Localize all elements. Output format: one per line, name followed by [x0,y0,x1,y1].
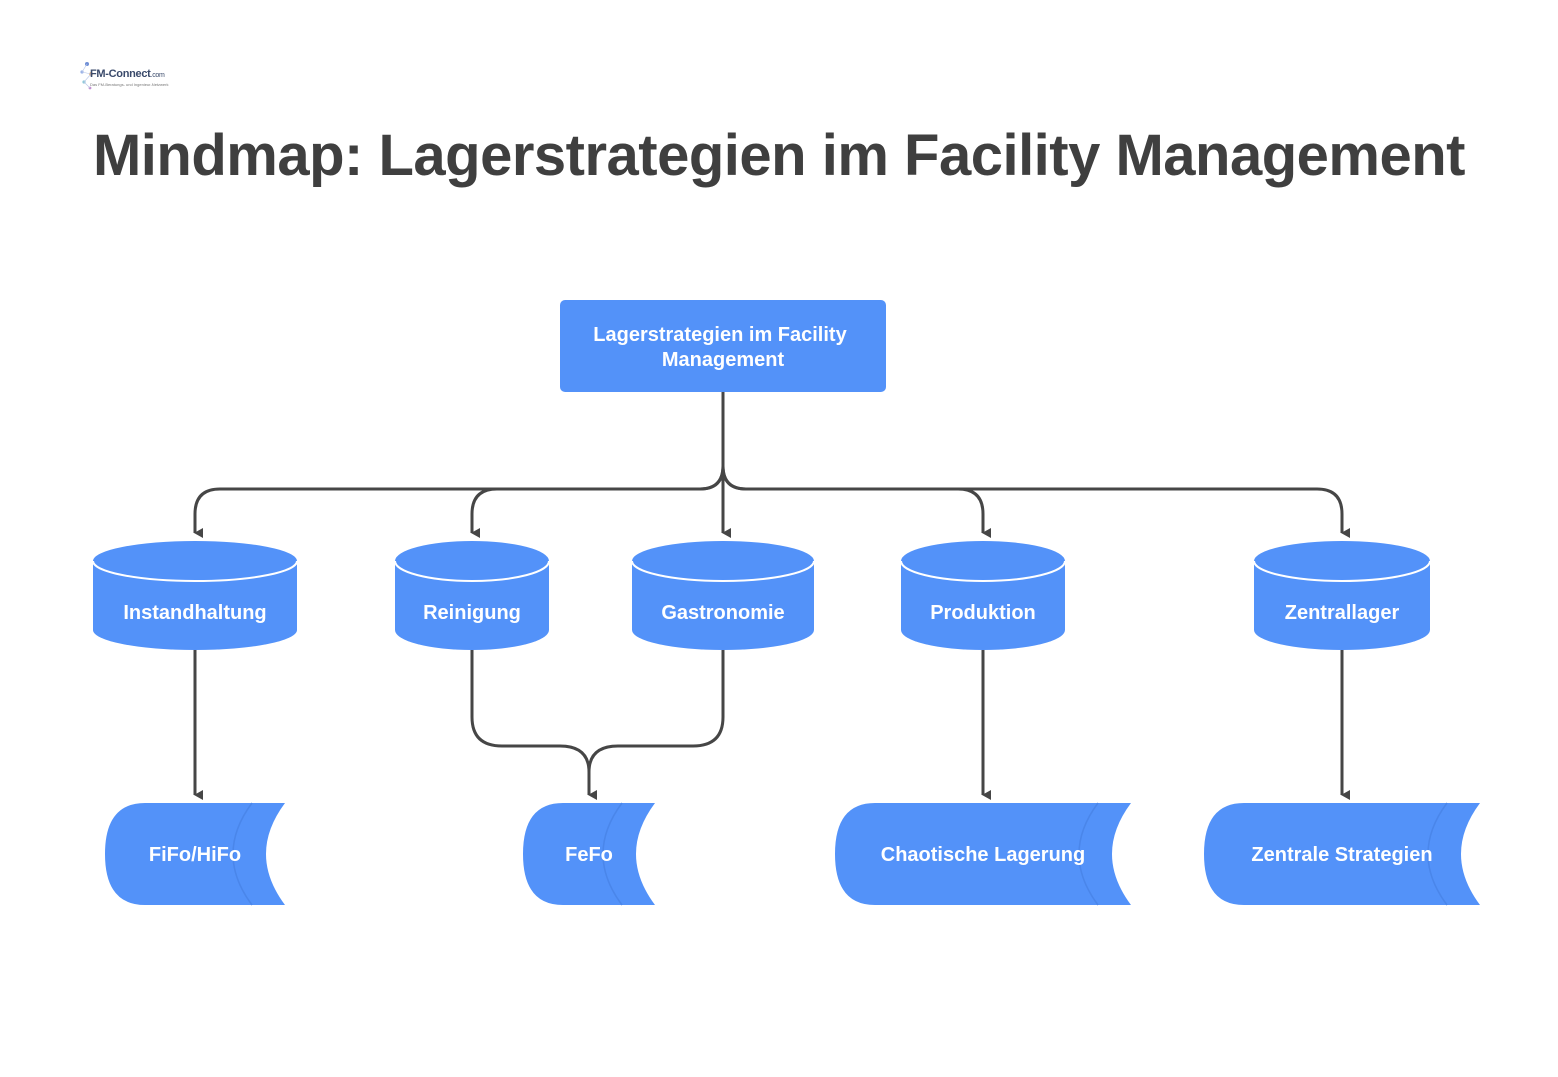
strategy-node-fifo-hifo: FiFo/HiFo [105,802,285,906]
strategy-node-chaotische-lagerung: Chaotische Lagerung [835,802,1131,906]
area-node-cylinder [93,541,297,650]
strategy-node-shape [835,803,1131,905]
root-node-box [560,300,886,392]
strategy-node-shape [105,803,285,905]
strategy-node-shape [1204,803,1480,905]
connector-root-reinigung [470,465,725,538]
strategy-node-seam [1078,802,1099,906]
area-node-reinigung: Reinigung [394,541,550,650]
area-node-cylinder [395,541,549,650]
root-node-label-line2: Management [662,349,785,371]
strategy-node-seam [232,802,253,906]
root-node: Lagerstrategien im Facility Management [560,300,886,392]
page-title: Mindmap: Lagerstrategien im Facility Man… [92,123,1466,188]
logo-network-icon [80,62,93,90]
area-node-label: Produktion [930,602,1036,624]
area-node-rim [92,560,298,582]
area-node-produktion: Produktion [900,541,1066,650]
logo-wordmark: FM-Connect.com [90,68,165,80]
area-node-cylinder [901,541,1065,650]
strategy-node-seam [1427,802,1448,906]
strategy-node-zentrale-strategien: Zentrale Strategien [1204,802,1480,906]
strategy-node-seam [602,802,623,906]
strategy-node-shape [523,803,655,905]
area-node-label: Reinigung [423,602,521,624]
strategy-nodes: FiFo/HiFo FeFo Chaotische Lagerung Zentrale… [105,802,1480,906]
connector-root-zentrallager [721,465,1350,538]
strategy-node-fefo: FeFo [523,802,655,906]
area-node-rim [900,560,1066,582]
connector-gastronomie-fefo [587,650,725,773]
area-node-zentrallager: Zentrallager [1253,541,1431,650]
connector-root-instandhaltung [193,465,725,538]
strategy-node-label: FiFo/HiFo [149,844,241,866]
area-node-cylinder [632,541,814,650]
connector-reinigung-fefo [470,650,597,800]
logo: FM-Connect.com Das FM-Beratungs- und Ing… [78,58,168,94]
connector-root-produktion [721,465,991,538]
area-node-label: Zentrallager [1285,602,1400,624]
area-node-label: Gastronomie [661,602,784,624]
strategy-node-label: FeFo [565,844,613,866]
logo-tagline: Das FM-Beratungs- und Ingenieur-Netzwerk [90,82,169,87]
area-node-rim [1253,560,1431,582]
area-nodes: Instandhaltung Reinigung Gastronomie Produk… [92,541,1431,650]
area-node-cylinder [1254,541,1430,650]
area-node-label: Instandhaltung [123,602,266,624]
area-node-gastronomie: Gastronomie [631,541,815,650]
area-node-rim [631,560,815,582]
area-node-rim [394,560,550,582]
root-node-label-line1: Lagerstrategien im Facility [593,324,847,346]
area-node-instandhaltung: Instandhaltung [92,541,298,650]
strategy-node-label: Zentrale Strategien [1251,844,1432,866]
strategy-node-label: Chaotische Lagerung [881,844,1085,866]
connectors [193,392,1350,800]
